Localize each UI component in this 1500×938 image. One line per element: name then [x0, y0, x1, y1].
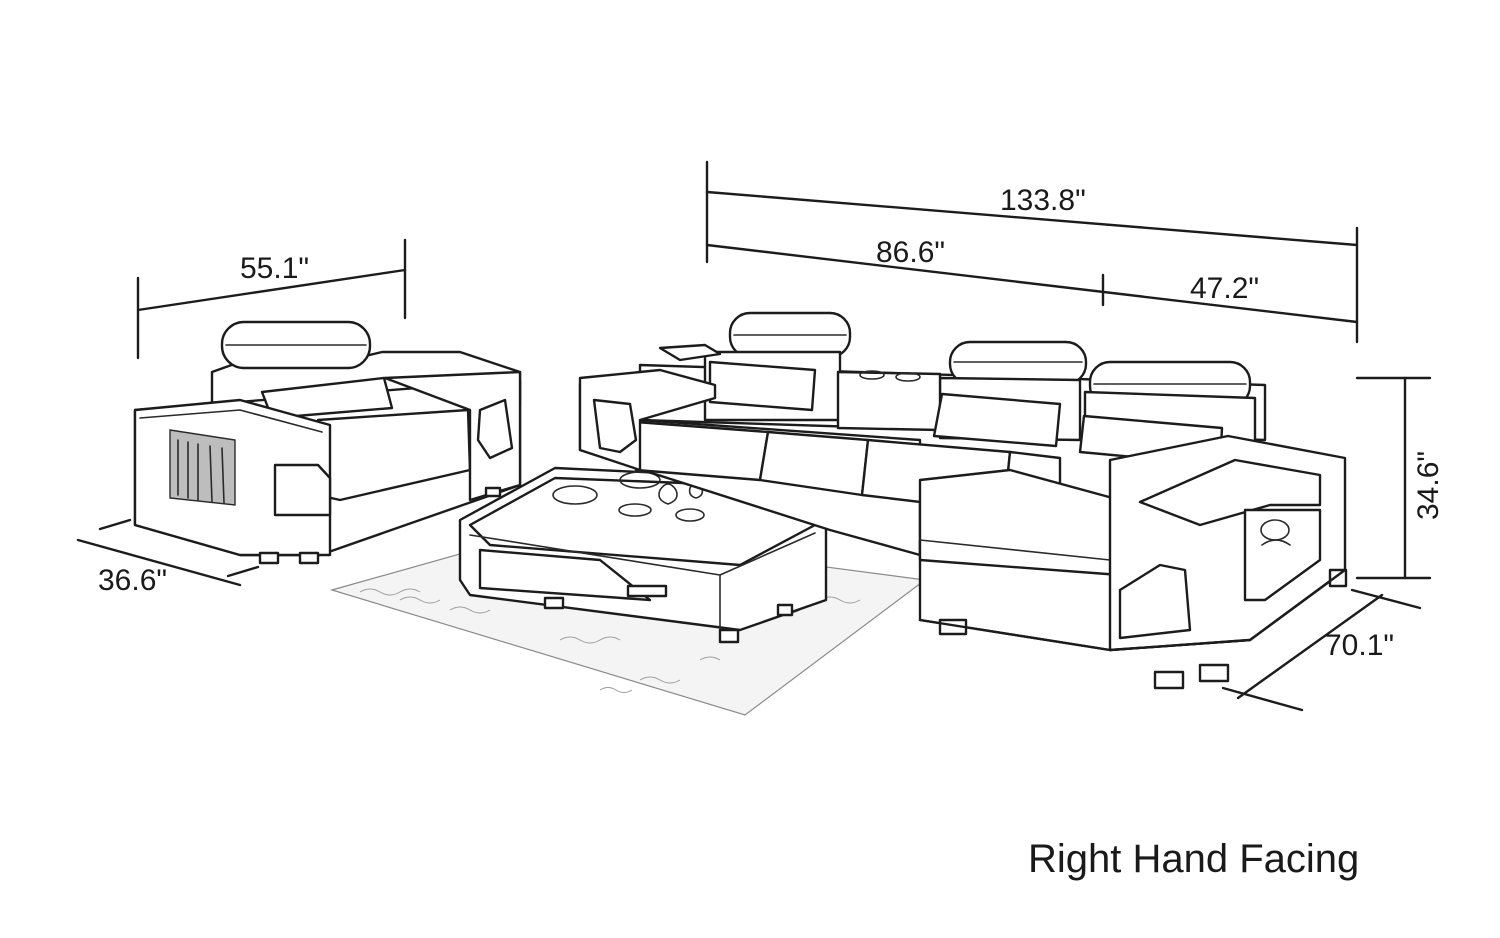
chaise-depth-label: 70.1" [1325, 629, 1394, 662]
height-label: 34.6" [1412, 451, 1445, 520]
dimension-lines [76, 160, 1432, 712]
sectional-sofa [578, 311, 1348, 690]
armchair [133, 320, 522, 565]
sofa-total-width-label: 133.8" [1000, 184, 1086, 217]
coffee-table [458, 466, 828, 644]
sofa-main-width-label: 86.6" [876, 236, 945, 269]
chair-width-label: 55.1" [240, 252, 309, 285]
chaise-width-label: 47.2" [1190, 272, 1259, 305]
orientation-caption: Right Hand Facing [1028, 837, 1359, 881]
chair-depth-label: 36.6" [98, 564, 167, 597]
